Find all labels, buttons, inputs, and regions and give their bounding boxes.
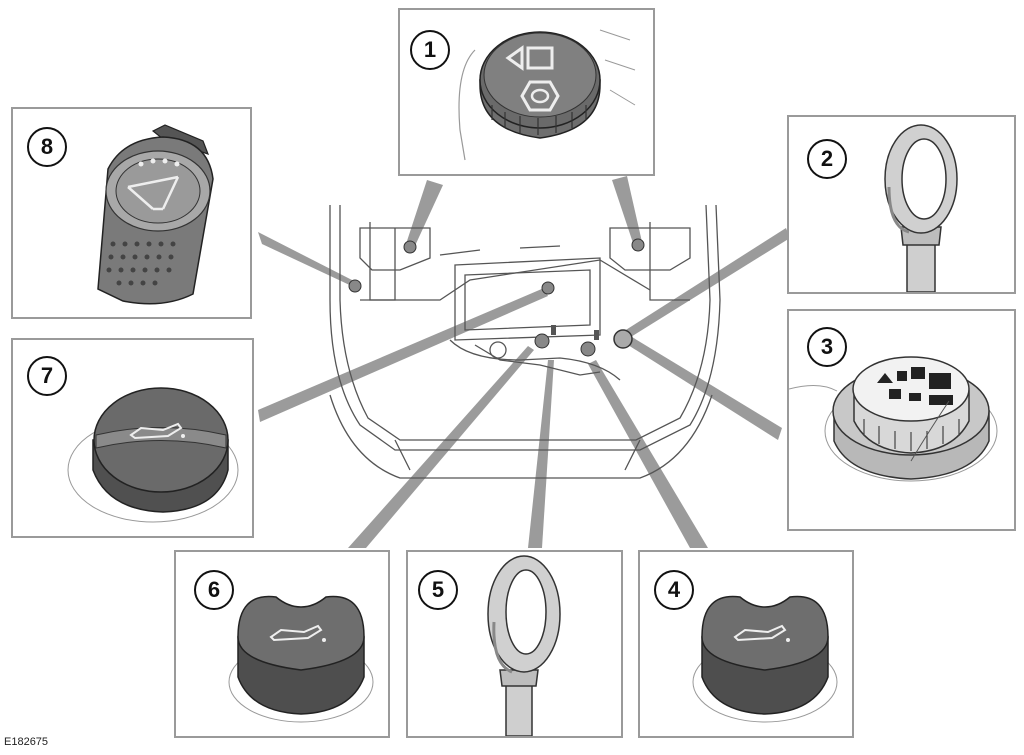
panel-1: 1 [398, 8, 655, 176]
callout-3: 3 [807, 327, 847, 367]
panel-3: 3 [787, 309, 1016, 531]
callout-7: 7 [27, 356, 67, 396]
callout-8: 8 [27, 127, 67, 167]
leader-2 [612, 176, 642, 246]
panel-5: 5 [406, 550, 623, 738]
callout-6: 6 [194, 570, 234, 610]
coolant-expansion-tank-cap-icon [789, 356, 998, 482]
location-markers [348, 238, 645, 357]
vehicle-outline [329, 204, 721, 479]
callout-1: 1 [410, 30, 450, 70]
figure-reference: E182675 [4, 736, 49, 748]
engine-oil-dipstick-icon [487, 555, 561, 736]
engine-oil-filler-cap-icon [67, 387, 239, 523]
leader-5 [588, 360, 708, 548]
callout-4: 4 [654, 570, 694, 610]
leader-8 [258, 288, 548, 422]
leader-lines [258, 176, 790, 548]
panel-7: 7 [11, 338, 254, 538]
panel-4: 4 [638, 550, 854, 738]
engine-oil-filler-cap-icon [228, 595, 374, 723]
leader-9 [258, 232, 356, 288]
panel-6: 6 [174, 550, 390, 738]
callout-5: 5 [418, 570, 458, 610]
leader-7 [348, 346, 534, 548]
brake-fluid-reservoir-cap-icon [458, 29, 636, 161]
panel-8: 8 [11, 107, 252, 319]
leader-3 [621, 228, 790, 340]
washer-fluid-reservoir-cap-icon [97, 124, 214, 305]
panel-2: 2 [787, 115, 1016, 294]
engine-oil-filler-cap-icon [692, 595, 838, 723]
leader-4 [628, 337, 782, 440]
leader-1 [406, 180, 443, 248]
leader-6 [528, 360, 554, 548]
callout-2: 2 [807, 139, 847, 179]
transmission-dipstick-icon [884, 124, 958, 292]
